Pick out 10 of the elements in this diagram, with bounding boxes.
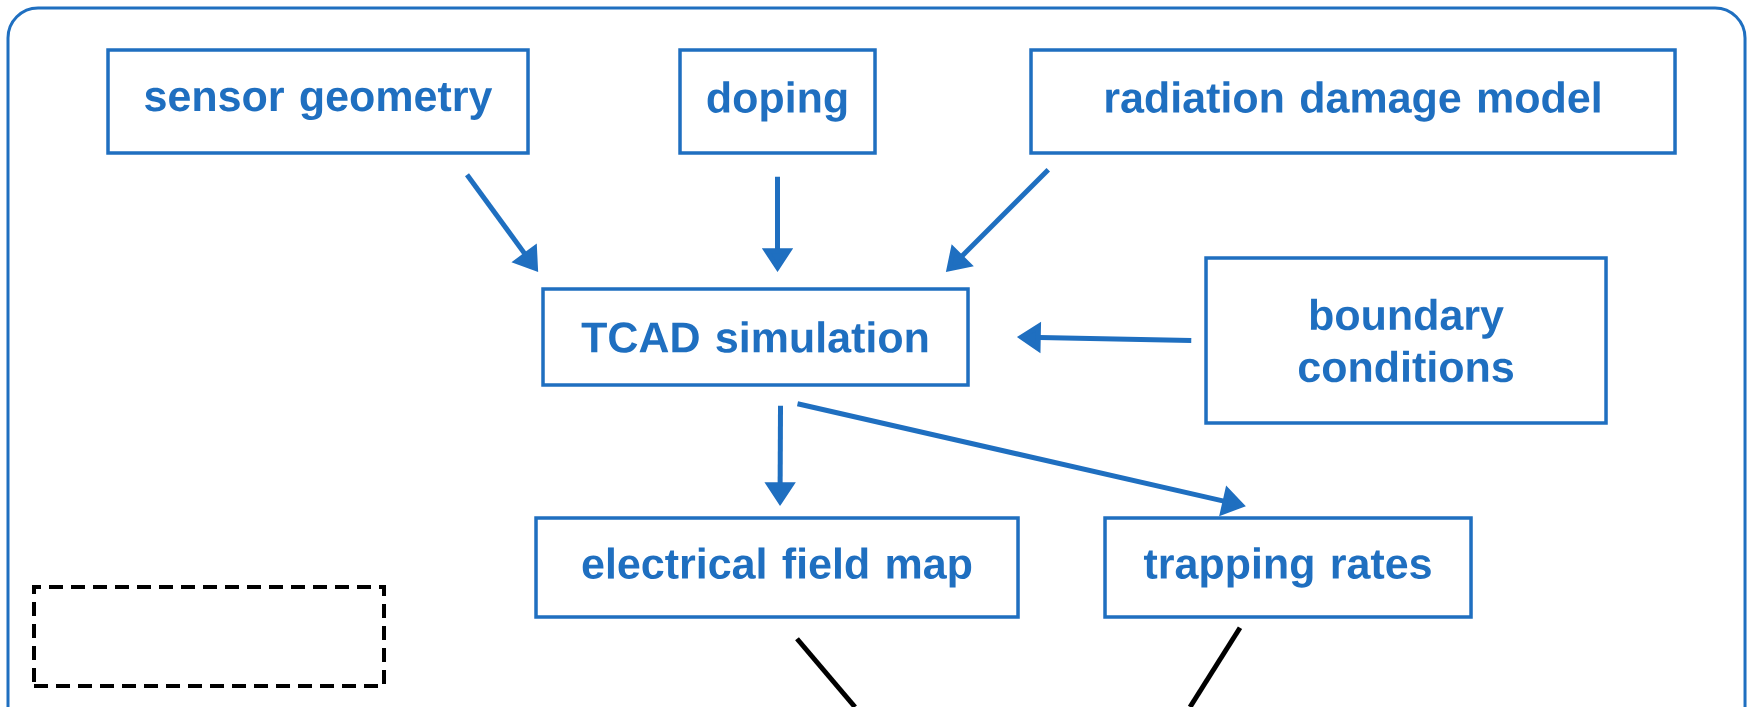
connector-line [795,637,857,707]
process-box: radiation damage model [1029,48,1677,155]
process-box: sensor geometry [106,48,530,155]
dashed-box [32,585,386,688]
connector-line [1187,626,1243,707]
process-box: electrical field map [534,516,1020,619]
process-box: TCAD simulation [541,287,970,387]
process-box: doping [678,48,877,155]
process-box: trapping rates [1103,516,1473,619]
process-box: boundary conditions [1204,256,1608,425]
